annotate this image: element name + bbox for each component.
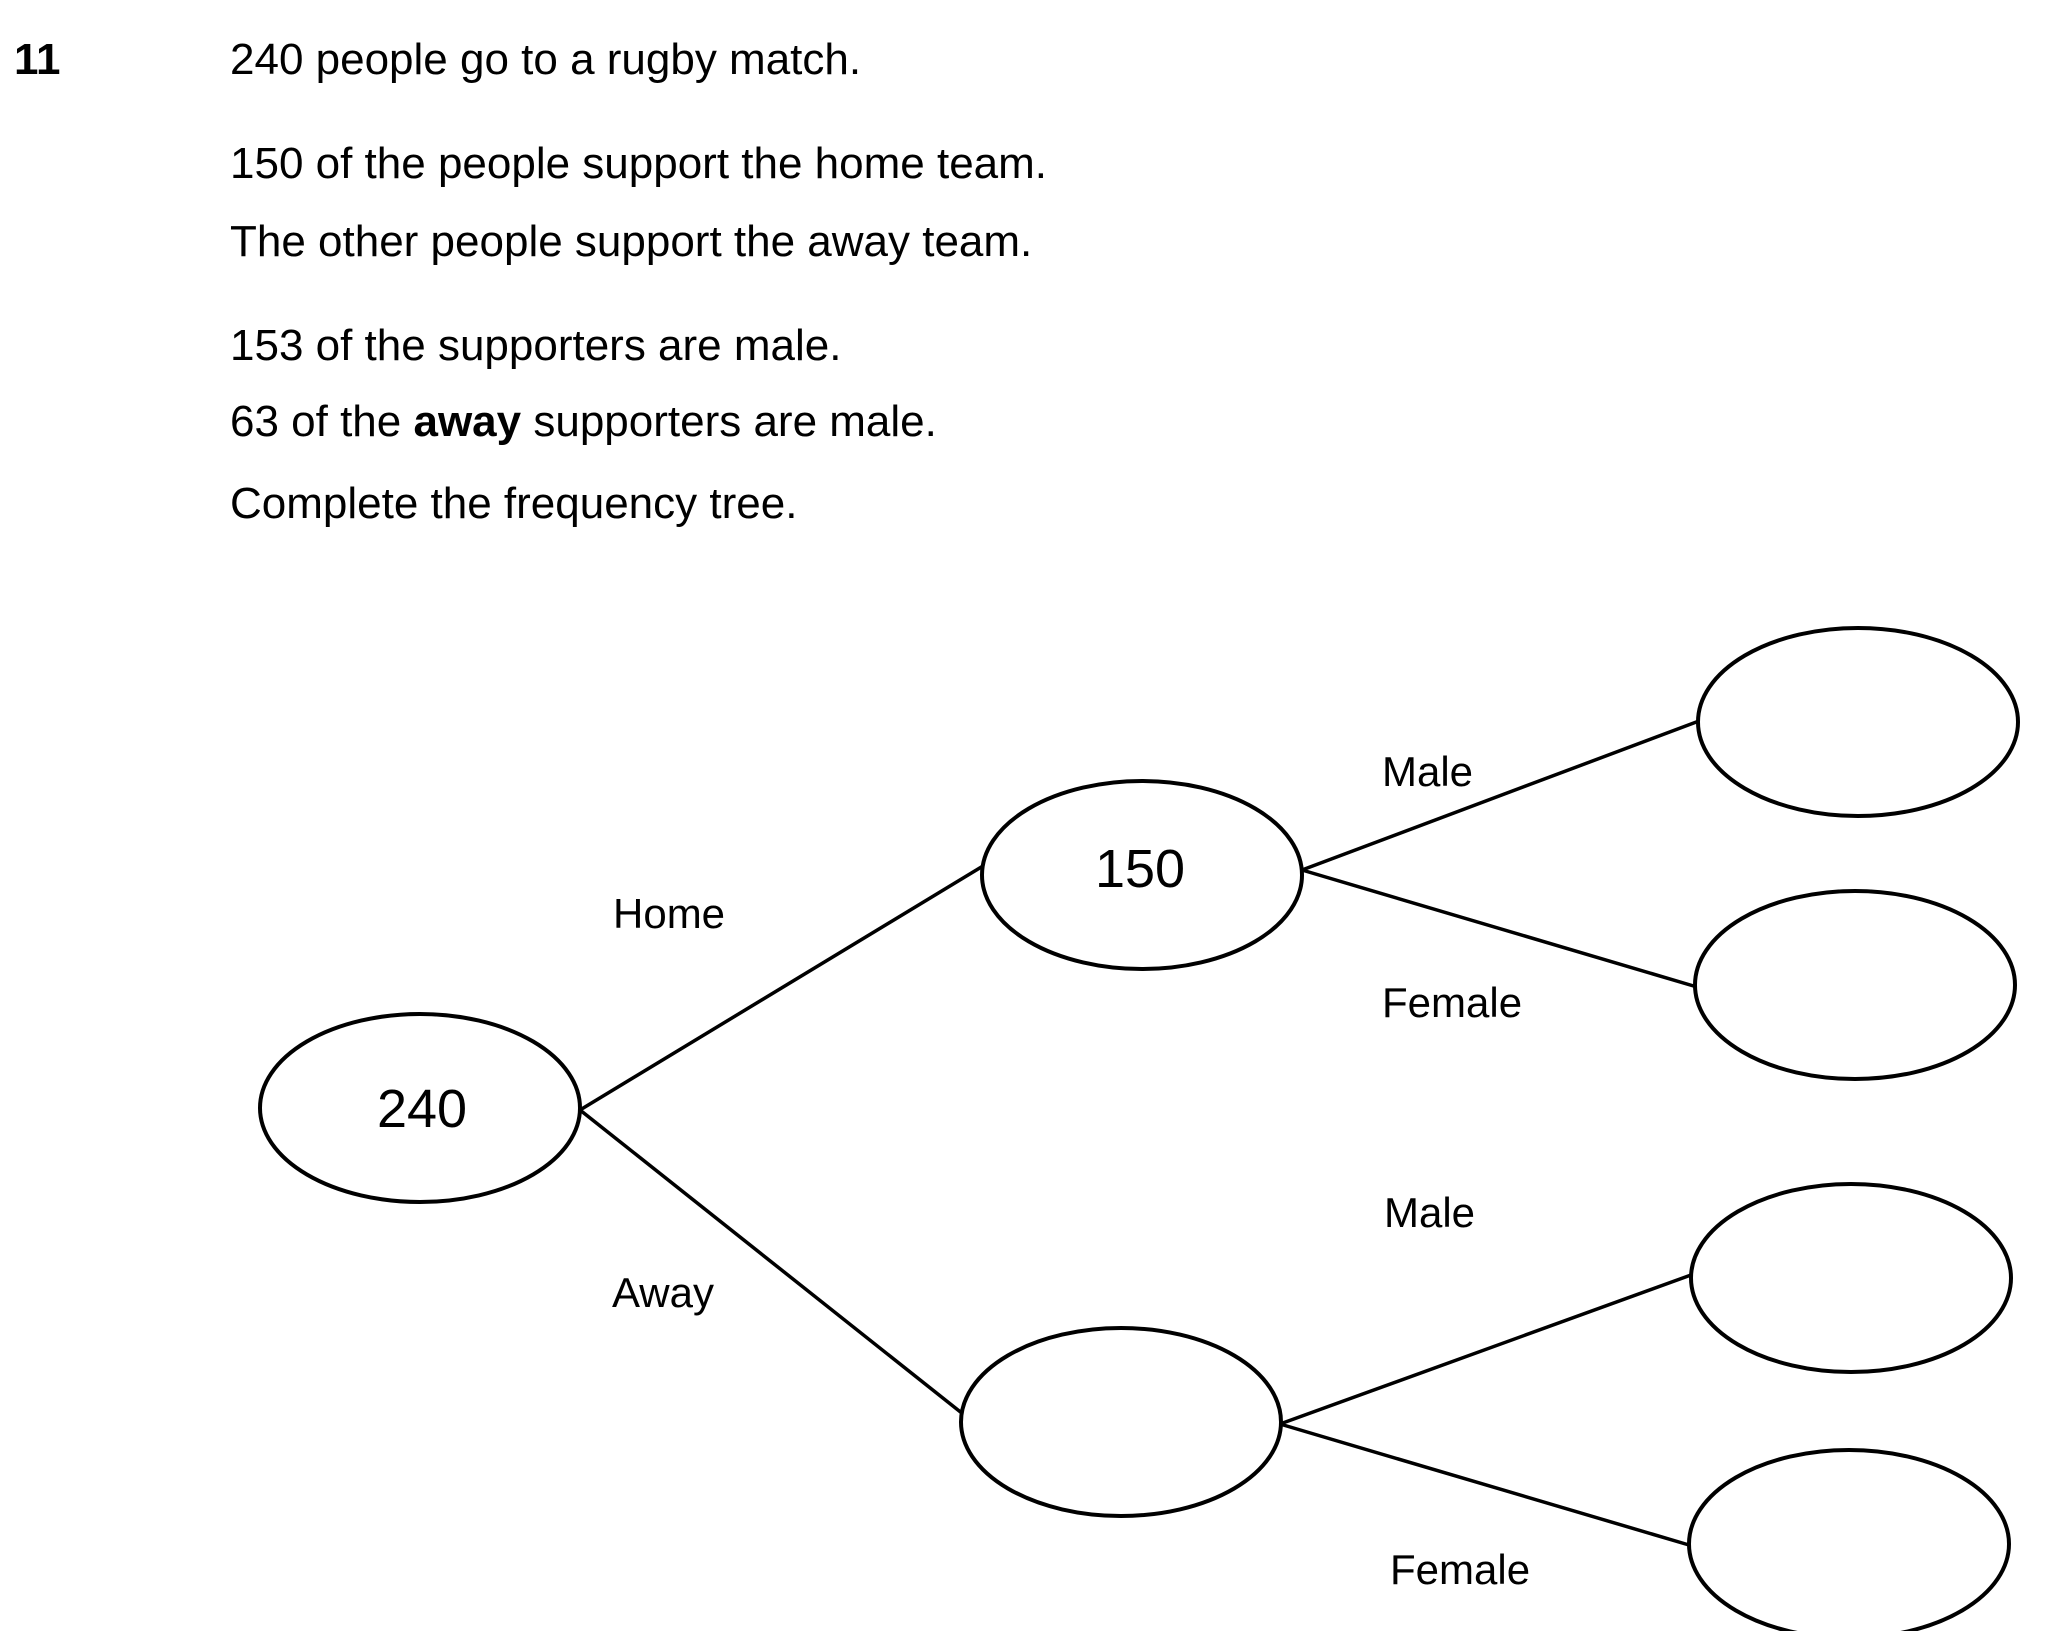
label-away-male: Male xyxy=(1384,1189,1475,1236)
question-line-1: 240 people go to a rugby match. xyxy=(230,35,862,84)
node-away-female[interactable] xyxy=(1687,1448,2011,1631)
node-home-male[interactable] xyxy=(1696,626,2020,818)
question-line-3: The other people support the away team. xyxy=(230,217,1033,266)
label-home-male: Male xyxy=(1382,748,1473,795)
node-home-value: 150 xyxy=(1095,839,1185,899)
label-away-female: Female xyxy=(1390,1546,1530,1593)
branch-home-female xyxy=(1301,868,1698,989)
node-away-male[interactable] xyxy=(1689,1182,2013,1374)
branch-home xyxy=(579,864,984,1112)
label-away: Away xyxy=(612,1269,714,1316)
question-line-5: 63 of the away supporters are male. xyxy=(230,396,937,448)
node-total-value: 240 xyxy=(377,1079,467,1139)
branch-away xyxy=(578,1108,965,1416)
node-home-female[interactable] xyxy=(1693,889,2017,1081)
question-line-4: 153 of the supporters are male. xyxy=(230,321,842,370)
line5-suffix: supporters are male. xyxy=(521,397,937,446)
line5-prefix: 63 of the xyxy=(230,397,414,446)
line5-bold-away: away xyxy=(413,397,522,446)
label-home-female: Female xyxy=(1382,979,1522,1026)
node-away[interactable] xyxy=(959,1326,1283,1518)
node-home xyxy=(980,779,1304,971)
branch-away-male xyxy=(1279,1273,1692,1426)
branch-home-male xyxy=(1301,719,1700,872)
question-number: 11 xyxy=(14,35,61,84)
label-home: Home xyxy=(613,890,725,937)
question-instruction: Complete the frequency tree. xyxy=(230,479,798,528)
node-total xyxy=(258,1012,582,1204)
question-line-2: 150 of the people support the home team. xyxy=(230,139,1048,188)
branch-away-female xyxy=(1279,1422,1690,1547)
